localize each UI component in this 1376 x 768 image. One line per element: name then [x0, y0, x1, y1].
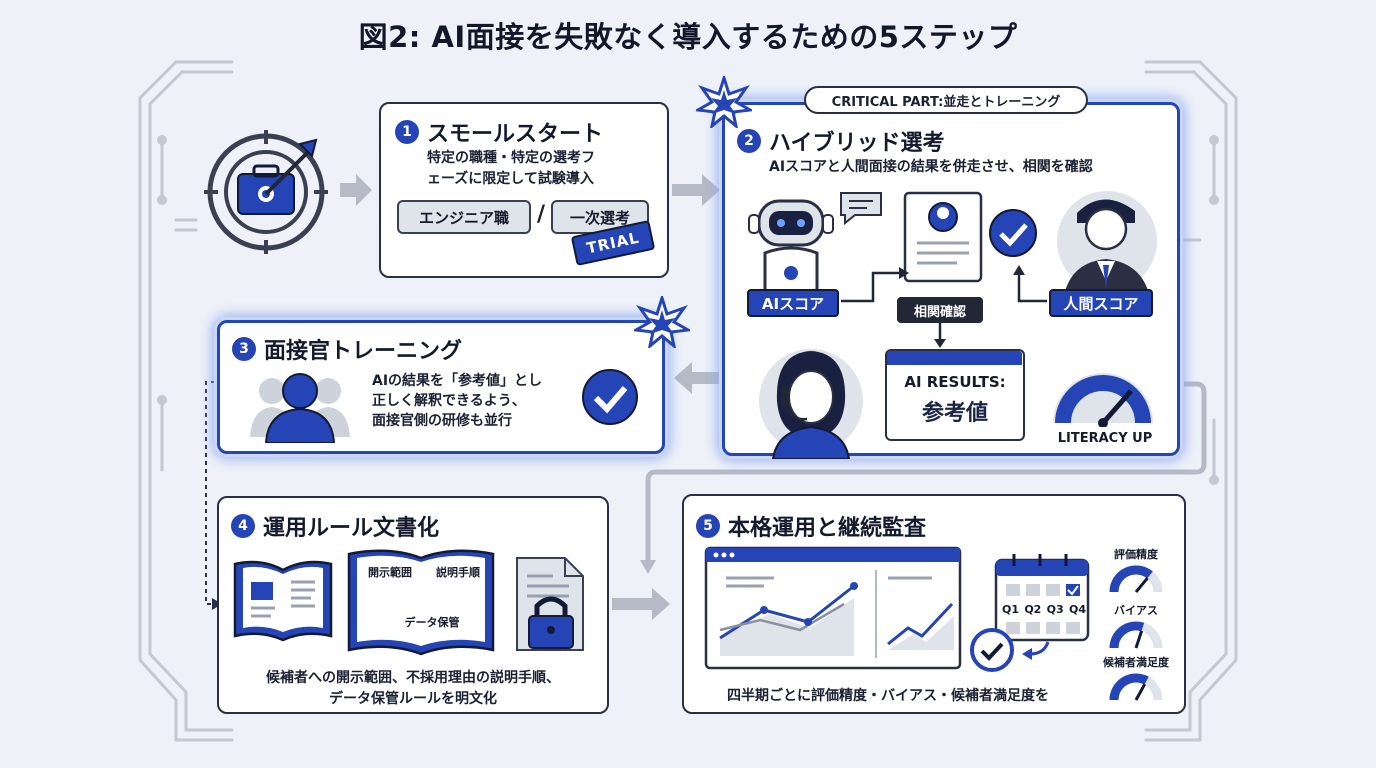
step-5-card: 5 本格運用と継続監査 Q1 Q2 — [682, 494, 1186, 714]
step-3-card: 3 面接官トレーニング AIの結果を「参考値」とし 正しく解釈できるよう、 面接… — [217, 320, 665, 454]
quarter-label: Q3 — [1046, 603, 1064, 616]
open-book-icon — [233, 560, 333, 642]
star-burst-icon — [696, 76, 752, 128]
robot-icon — [748, 199, 834, 299]
speech-bubble-icon — [840, 192, 882, 226]
step-description: AIスコアと人間面接の結果を併走させ、相関を確認 — [769, 159, 1093, 175]
correlation-arrows — [841, 265, 1047, 303]
step-description-line: 特定の職種・特定の選考フ — [427, 150, 595, 166]
quarter-label: Q1 — [1002, 603, 1020, 616]
step-title: 運用ルール文書化 — [263, 516, 440, 541]
step-title: 本格運用と継続監査 — [728, 516, 927, 541]
chip-separator: / — [537, 202, 546, 227]
step-number-badge: 3 — [232, 337, 256, 361]
cycle-check-icon — [970, 628, 1050, 672]
dashboard-chart-icon — [704, 546, 962, 670]
star-burst-icon — [634, 296, 690, 348]
panel-line-2: 参考値 — [921, 401, 988, 426]
step-number-badge: 2 — [737, 129, 761, 153]
metric-gauge-icon — [1109, 673, 1163, 701]
quarter-label: Q4 — [1068, 603, 1086, 616]
metric-gauge-needle — [1134, 683, 1147, 701]
metric-label: 候補者満足度 — [1103, 656, 1169, 669]
metric-label: バイアス — [1114, 604, 1158, 617]
headset-interviewer-icon — [759, 349, 863, 459]
role-chip: エンジニア職 — [397, 200, 531, 234]
book-label-disclosure: 開示範囲 — [368, 566, 412, 579]
rule-book-icon — [347, 549, 495, 656]
step-number-badge: 4 — [231, 514, 255, 538]
book-label-data-storage: データ保管 — [404, 616, 460, 629]
step-2-card: 2 ハイブリッド選考 AIスコアと人間面接の結果を併走させ、相関を確認 — [722, 102, 1180, 459]
step-description-line: AIの結果を「参考値」とし — [372, 373, 543, 389]
book-label-explanation: 説明手順 — [436, 566, 480, 579]
step-description-line: データ保管ルールを明文化 — [329, 691, 497, 707]
ai-score-label: AIスコア — [747, 289, 839, 317]
gauge-icon — [1053, 373, 1153, 427]
down-arrow-icon — [934, 323, 946, 348]
human-score-label: 人間スコア — [1049, 289, 1153, 317]
step-description: 四半期ごとに評価精度・バイアス・候補者満足度を — [727, 688, 1049, 704]
step-4-card: 4 運用ルール文書化 開示範囲 説明手順 データ保管 候補者への開示範囲、不 — [217, 496, 609, 714]
correlation-label: 相関確認 — [897, 297, 983, 323]
calendar-icon — [994, 554, 1090, 642]
target-briefcase-icon — [204, 130, 328, 254]
metric-gauge-fill — [1109, 673, 1149, 701]
step-1-card: 1 スモールスタート 特定の職種・特定の選考フ ェーズに限定して試験導入 エンジ… — [379, 102, 669, 278]
critical-part-badge: CRITICAL PART:並走とトレーニング — [804, 86, 1088, 114]
people-group-icon — [250, 373, 350, 443]
metric-label: 評価精度 — [1114, 548, 1158, 561]
metric-gauge-fill — [1109, 565, 1153, 593]
step-title: スモールスタート — [427, 122, 604, 147]
step-description-line: 面接官側の研修も並行 — [372, 413, 512, 429]
metric-gauge-needle — [1134, 630, 1144, 649]
gauge-label: LITERACY UP — [1057, 431, 1153, 446]
step-title: ハイブリッド選考 — [769, 131, 945, 156]
resume-icon — [903, 191, 983, 283]
locked-document-icon — [516, 557, 584, 651]
step-number-badge: 1 — [395, 120, 419, 144]
metric-gauge-needle — [1134, 577, 1149, 593]
metric-gauge-icon — [1109, 621, 1163, 649]
step-number-badge: 5 — [696, 514, 720, 538]
step-description-line: 正しく解釈できるよう、 — [372, 393, 526, 409]
quarter-labels: Q1 Q2 Q3 Q4 — [1002, 603, 1086, 616]
step-title: 面接官トレーニング — [264, 339, 463, 364]
step-description-line: ェーズに限定して試験導入 — [427, 171, 594, 187]
panel-titlebar — [887, 351, 1022, 365]
step-description-line: 候補者への開示範囲、不採用理由の説明手順、 — [266, 670, 560, 686]
ai-results-panel: AI RESULTS: 参考値 — [885, 349, 1025, 441]
check-circle-icon — [582, 369, 638, 425]
quarter-label: Q2 — [1024, 603, 1042, 616]
metric-gauge-icon — [1109, 565, 1163, 593]
metric-gauge-fill — [1109, 621, 1145, 649]
check-circle-icon — [989, 209, 1037, 257]
panel-line-1: AI RESULTS: — [904, 373, 1006, 391]
page-title: 図2: AI面接を失敗なく導入するための5ステップ — [358, 20, 1018, 54]
